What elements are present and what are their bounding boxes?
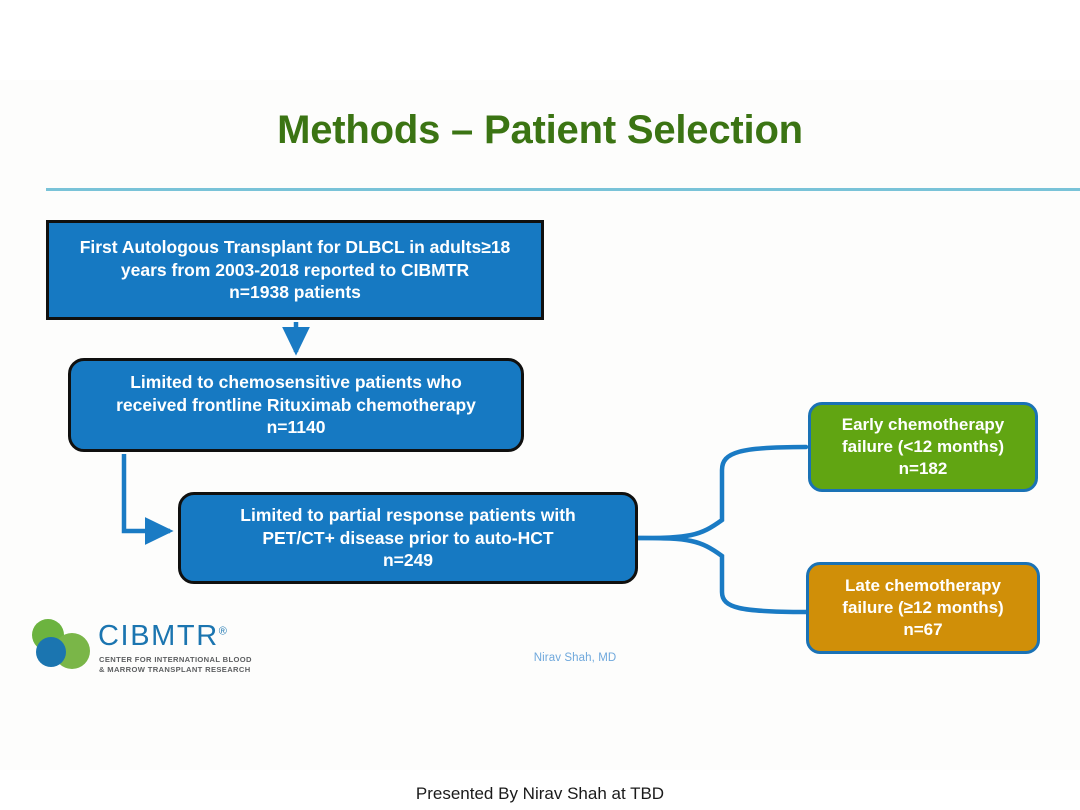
flow-box-early-failure-line-1: Early chemotherapy xyxy=(841,415,1005,435)
flow-box-partial-response-line-2: PET/CT+ disease prior to auto-HCT xyxy=(262,527,554,548)
flow-box-late-failure-line-3: n=67 xyxy=(903,619,943,639)
cibmtr-wordmark: CIBMTR® xyxy=(98,620,227,653)
slide-footer: Presented By Nirav Shah at TBD xyxy=(415,784,665,803)
flow-box-cohort-line-3: n=1938 patients xyxy=(229,282,361,303)
cibmtr-tagline-line-2: & MARROW TRANSPLANT RESEARCH xyxy=(99,665,251,675)
cibmtr-tagline-line-1: CENTER FOR INTERNATIONAL BLOOD xyxy=(99,655,252,664)
flow-box-partial-response-line-3: n=249 xyxy=(382,550,434,571)
flow-box-late-failure[interactable]: Late chemotherapy failure (≥12 months) n… xyxy=(806,562,1040,654)
flow-box-partial-response-text: Limited to partial response patients wit… xyxy=(181,504,635,571)
flow-box-late-failure-line-2: failure (≥12 months) xyxy=(842,598,1004,618)
flow-box-cohort-line-1: First Autologous Transplant for DLBCL in… xyxy=(79,237,511,258)
cibmtr-logo-mark-icon xyxy=(32,619,90,669)
cibmtr-tagline: CENTER FOR INTERNATIONAL BLOOD & MARROW … xyxy=(99,655,269,676)
flow-box-early-failure-line-3: n=182 xyxy=(898,458,948,478)
cibmtr-wordmark-text: CIBMTR xyxy=(98,620,219,652)
presenter-credit: Nirav Shah, MD xyxy=(533,652,617,664)
cibmtr-logo: CIBMTR® CENTER FOR INTERNATIONAL BLOOD &… xyxy=(28,618,251,680)
flow-box-chemosensitive-line-1: Limited to chemosensitive patients who xyxy=(130,372,462,393)
flow-box-chemosensitive[interactable]: Limited to chemosensitive patients who r… xyxy=(68,358,524,452)
flow-box-cohort[interactable]: First Autologous Transplant for DLBCL in… xyxy=(46,220,544,320)
flow-box-chemosensitive-text: Limited to chemosensitive patients who r… xyxy=(71,371,521,438)
cibmtr-registered-mark-icon: ® xyxy=(218,625,227,638)
flow-box-chemosensitive-line-2: received frontline Rituximab chemotherap… xyxy=(116,394,476,415)
flow-box-late-failure-text: Late chemotherapy failure (≥12 months) n… xyxy=(809,575,1037,640)
flow-box-early-failure-text: Early chemotherapy failure (<12 months) … xyxy=(811,414,1035,479)
flow-box-early-failure-line-2: failure (<12 months) xyxy=(841,437,1004,457)
flow-box-partial-response-line-1: Limited to partial response patients wit… xyxy=(240,505,576,526)
title-divider-rule xyxy=(46,188,1080,191)
flow-box-cohort-line-2: years from 2003-2018 reported to CIBMTR xyxy=(120,259,470,280)
flow-box-early-failure[interactable]: Early chemotherapy failure (<12 months) … xyxy=(808,402,1038,492)
flow-box-cohort-text: First Autologous Transplant for DLBCL in… xyxy=(49,236,541,303)
flow-box-late-failure-line-1: Late chemotherapy xyxy=(845,576,1001,596)
flow-box-partial-response[interactable]: Limited to partial response patients wit… xyxy=(178,492,638,584)
flow-box-chemosensitive-line-3: n=1140 xyxy=(266,417,326,438)
page-title: Methods – Patient Selection xyxy=(277,108,803,152)
